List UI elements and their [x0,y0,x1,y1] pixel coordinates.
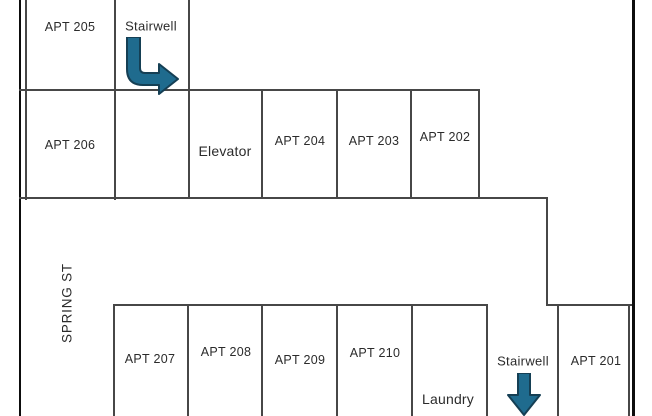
street-edge-right-line [632,0,635,416]
room-label-apt204: APT 204 [274,134,326,148]
room-label-apt205: APT 205 [44,20,96,34]
wall-apt203-apt202-divider [410,90,412,199]
room-label-elevator: Elevator [198,143,252,159]
wall-laundry-right [486,305,488,416]
wall-apt204-apt203-divider [336,90,338,199]
room-label-stairwell-bottom: Stairwell [497,353,549,369]
room-label-apt206: APT 206 [44,138,96,152]
wall-apt205-stairwell-divider [114,0,116,200]
room-label-apt201: APT 201 [570,354,622,368]
stairwell-down-arrow-icon [507,373,541,416]
wall-apt210-laundry-divider [411,305,413,416]
street-edge-left-line [19,0,21,416]
wall-top-row-bottom [19,89,480,91]
wall-apt207-left [113,305,115,416]
room-label-apt207: APT 207 [124,352,176,366]
wall-apt205-left [25,0,27,200]
room-label-stairwell-top: Stairwell [125,18,177,34]
wall-middle-row-bottom [19,197,548,199]
wall-apt208-apt209-divider [261,305,263,416]
wall-apt209-apt210-divider [336,305,338,416]
wall-stairwell-apt201-divider [557,305,559,416]
wall-apt202-right [478,90,480,199]
room-label-apt209: APT 209 [274,353,326,367]
street-name-label: SPRING ST [59,263,75,343]
room-label-apt208: APT 208 [200,345,252,359]
stairwell-bent-arrow-down-right-icon [126,37,179,95]
room-label-apt203: APT 203 [348,134,400,148]
wall-stairwell-elevator-left [188,0,190,199]
room-label-laundry: Laundry [422,391,474,407]
wall-bottom-row-top [113,304,488,306]
room-label-apt202: APT 202 [419,130,471,144]
room-label-apt210: APT 210 [349,346,401,360]
down-arrow-outline [507,373,541,416]
wall-elevator-apt204-divider [261,90,263,199]
wall-step-top-apt201 [546,304,632,306]
bent-arrow-outline [126,37,179,95]
wall-step-vertical [546,198,548,306]
wall-apt201-right [628,305,630,416]
wall-apt207-apt208-divider [187,305,189,416]
